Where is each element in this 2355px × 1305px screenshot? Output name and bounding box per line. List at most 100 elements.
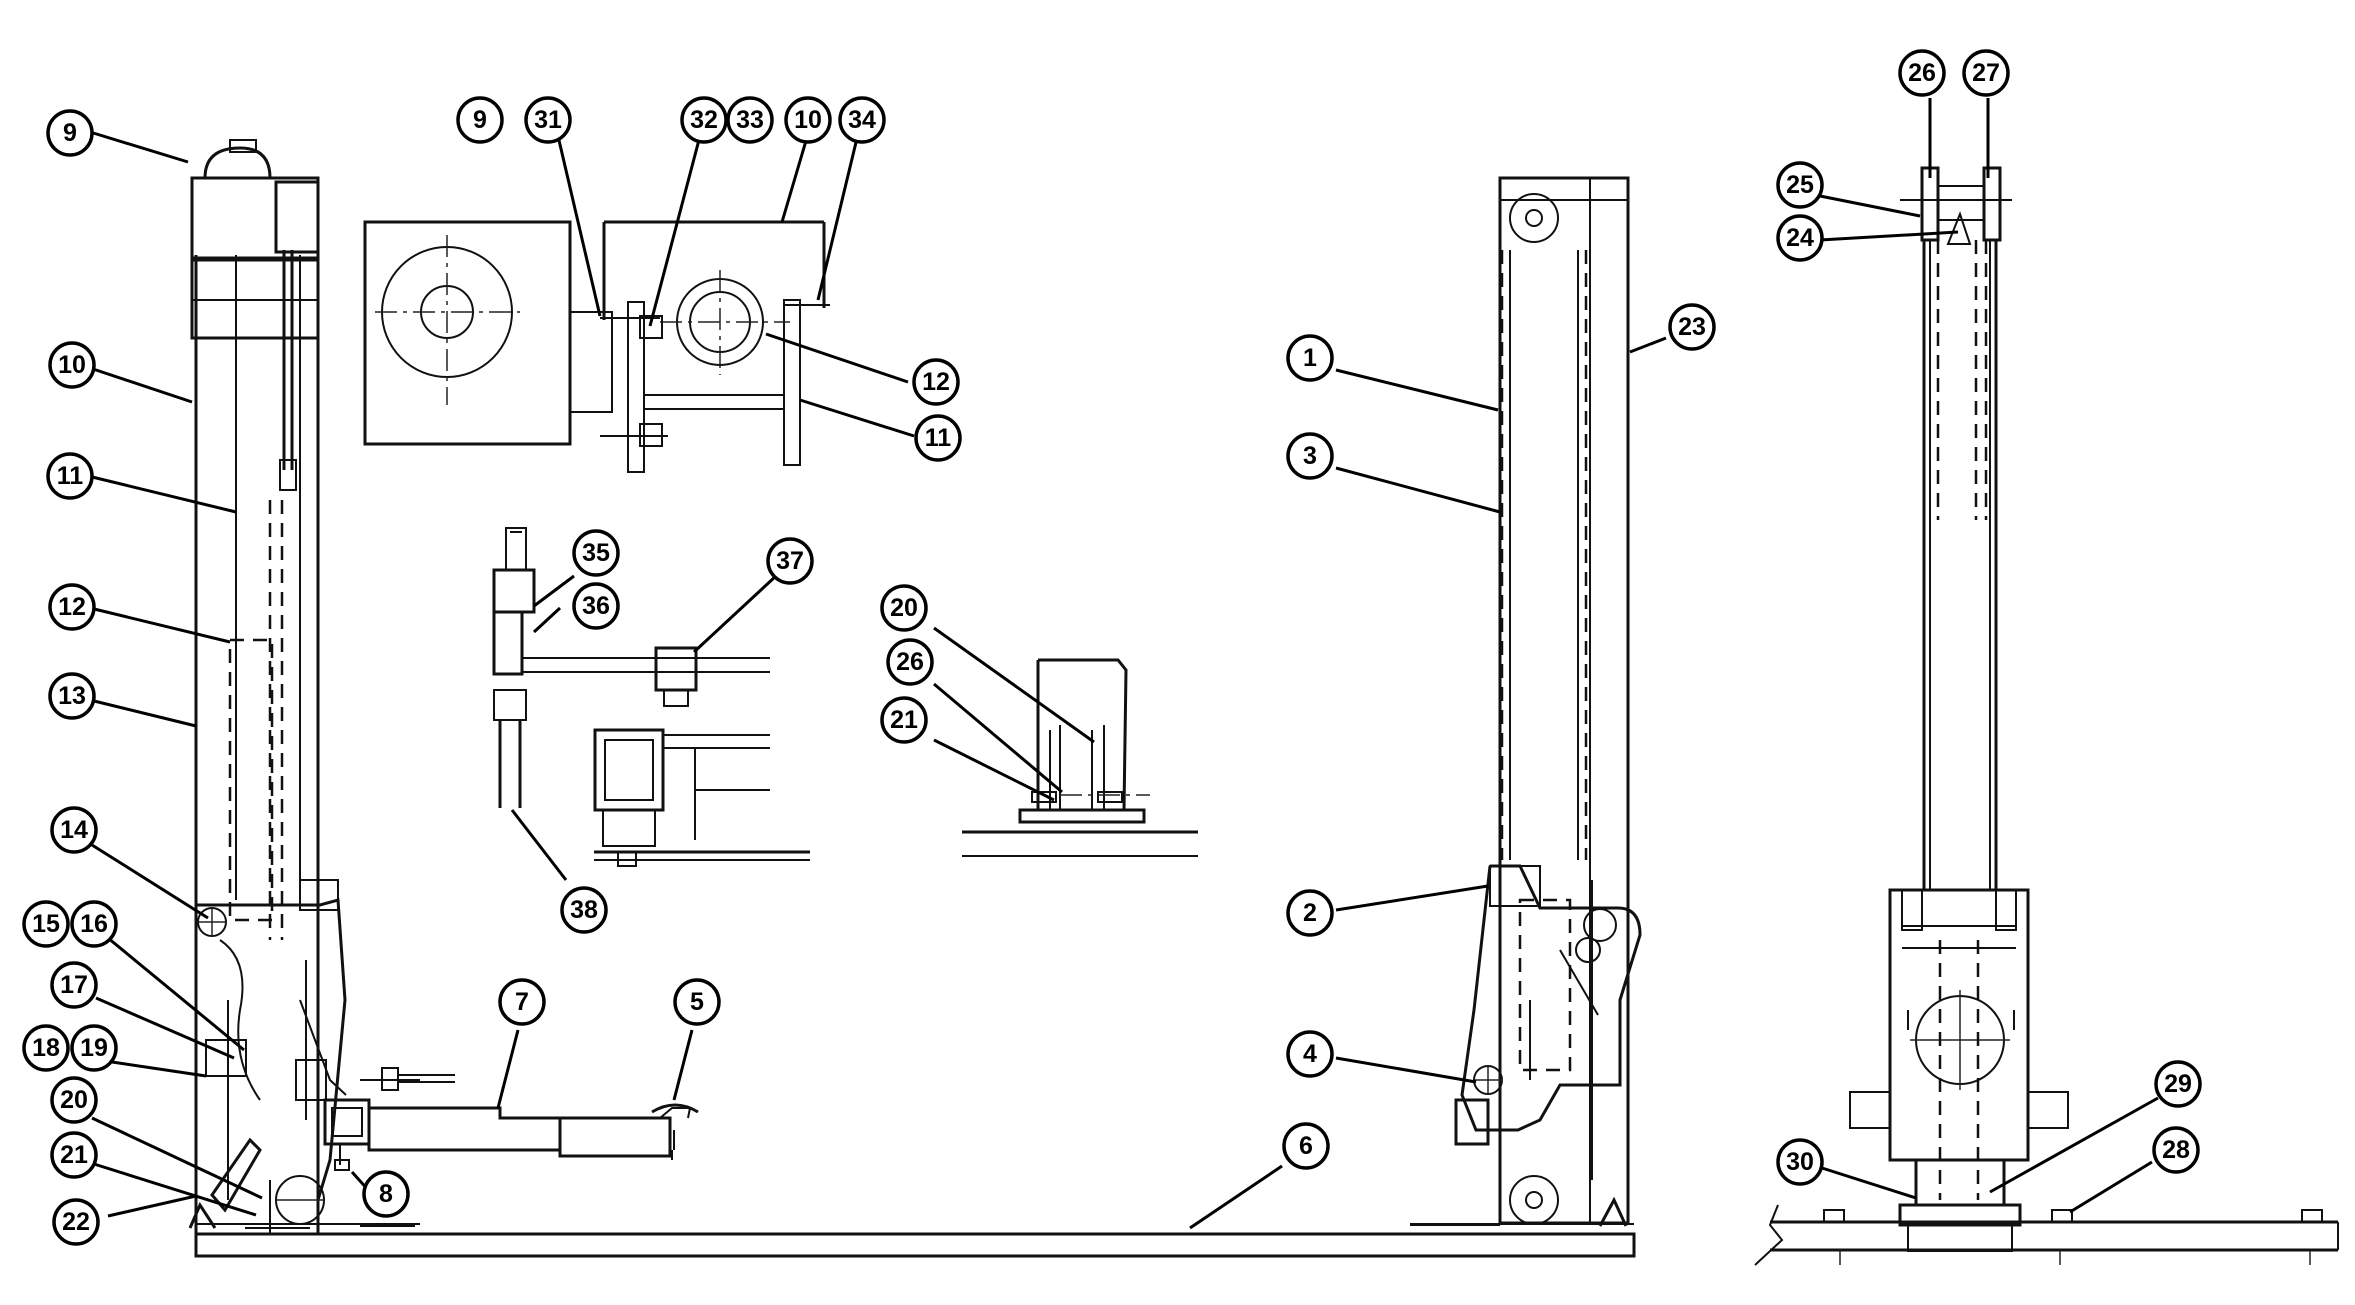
callout-13: 13 <box>48 672 96 720</box>
callout-label: 10 <box>794 106 822 134</box>
callout-label: 20 <box>60 1086 88 1114</box>
callout-23: 23 <box>1668 303 1716 351</box>
callout-30: 30 <box>1776 1138 1824 1186</box>
callout-20-detail: 20 <box>880 584 928 632</box>
callout-label: 11 <box>57 462 84 490</box>
callout-label: 9 <box>473 106 487 134</box>
callout-label: 17 <box>60 971 88 999</box>
callout-label: 18 <box>32 1034 60 1062</box>
callout-26-side: 26 <box>1898 49 1946 97</box>
callout-5-pad: 5 <box>673 978 721 1026</box>
callout-6: 6 <box>1282 1122 1330 1170</box>
callout-15: 15 <box>22 900 70 948</box>
callout-label: 11 <box>925 424 952 452</box>
anchor-detail <box>962 658 1198 857</box>
lift-arm <box>323 1067 699 1171</box>
callout-label: 19 <box>80 1034 108 1062</box>
callout-21-left: 21 <box>50 1131 98 1179</box>
callout-label: 34 <box>848 106 876 134</box>
callout-12-detail: 12 <box>912 358 960 406</box>
callout-9-detail: 9 <box>456 96 504 144</box>
callout-label: 7 <box>515 988 529 1016</box>
callout-26-detail: 26 <box>886 638 934 686</box>
callout-35: 35 <box>572 529 620 577</box>
callout-label: 20 <box>890 594 918 622</box>
callout-label: 6 <box>1299 1132 1313 1160</box>
callout-label: 25 <box>1786 171 1814 199</box>
callout-label: 15 <box>32 910 60 938</box>
callout-label: 22 <box>62 1208 90 1236</box>
callout-label: 30 <box>1786 1148 1814 1176</box>
callout-22: 22 <box>52 1198 100 1246</box>
callout-11-column: 11 <box>46 452 94 500</box>
callout-label: 21 <box>60 1141 88 1169</box>
callout-34: 34 <box>838 96 886 144</box>
callout-label: 37 <box>776 547 804 575</box>
callout-17: 17 <box>50 961 98 1009</box>
right-post <box>1410 176 1642 1227</box>
callout-label: 32 <box>690 106 718 134</box>
callout-label: 35 <box>582 539 610 567</box>
callout-label: 38 <box>570 896 598 924</box>
left-post <box>188 139 415 1234</box>
callout-label: 16 <box>80 910 108 938</box>
callout-label: 28 <box>2162 1136 2190 1164</box>
callout-label: 4 <box>1303 1040 1317 1068</box>
leader-lines <box>87 98 2159 1230</box>
callout-36: 36 <box>572 582 620 630</box>
callout-label: 24 <box>1786 224 1814 252</box>
callout-11-detail: 11 <box>914 414 962 462</box>
callout-8: 8 <box>362 1170 410 1218</box>
callout-label: 31 <box>534 106 562 134</box>
callout-label: 12 <box>922 368 950 396</box>
callout-10-detail: 10 <box>784 96 832 144</box>
safety-lock-detail <box>492 527 810 867</box>
callout-label: 36 <box>582 592 610 620</box>
callout-label: 33 <box>736 106 764 134</box>
side-view <box>1754 166 2339 1266</box>
callout-38: 38 <box>560 886 608 934</box>
callout-label: 27 <box>1972 59 2000 87</box>
callout-29: 29 <box>2154 1060 2202 1108</box>
callout-label: 12 <box>58 593 86 621</box>
callout-32: 32 <box>680 96 728 144</box>
callout-10-column: 10 <box>48 341 96 389</box>
callout-label: 1 <box>1303 344 1317 372</box>
callout-14: 14 <box>50 806 98 854</box>
base-plate <box>194 1223 1636 1258</box>
callout-label: 8 <box>379 1180 393 1208</box>
callout-28: 28 <box>2152 1126 2200 1174</box>
callout-label: 23 <box>1678 313 1706 341</box>
callout-12-column: 12 <box>48 583 96 631</box>
callout-2: 2 <box>1286 889 1334 937</box>
callout-33: 33 <box>726 96 774 144</box>
callout-37: 37 <box>766 537 814 585</box>
callout-16: 16 <box>70 900 118 948</box>
callout-label: 10 <box>58 351 86 379</box>
callout-24: 24 <box>1776 214 1824 262</box>
callout-1: 1 <box>1286 334 1334 382</box>
callout-31: 31 <box>524 96 572 144</box>
callout-7-arm: 7 <box>498 978 546 1026</box>
callout-9-motor: 9 <box>46 109 94 157</box>
callout-3: 3 <box>1286 432 1334 480</box>
callout-20-left: 20 <box>50 1076 98 1124</box>
callout-label: 2 <box>1303 899 1317 927</box>
callout-27: 27 <box>1962 49 2010 97</box>
motor-mount-detail <box>363 220 830 473</box>
callout-label: 5 <box>690 988 704 1016</box>
callout-label: 29 <box>2164 1070 2192 1098</box>
callout-19: 19 <box>70 1024 118 1072</box>
callout-25: 25 <box>1776 161 1824 209</box>
callout-18: 18 <box>22 1024 70 1072</box>
callout-label: 26 <box>1908 59 1936 87</box>
callout-label: 26 <box>896 648 924 676</box>
callout-label: 13 <box>58 682 86 710</box>
callout-label: 14 <box>60 816 88 844</box>
callout-label: 3 <box>1303 442 1317 470</box>
callout-label: 21 <box>890 706 918 734</box>
callout-4: 4 <box>1286 1030 1334 1078</box>
callout-21-detail: 21 <box>880 696 928 744</box>
callout-label: 9 <box>63 119 77 147</box>
